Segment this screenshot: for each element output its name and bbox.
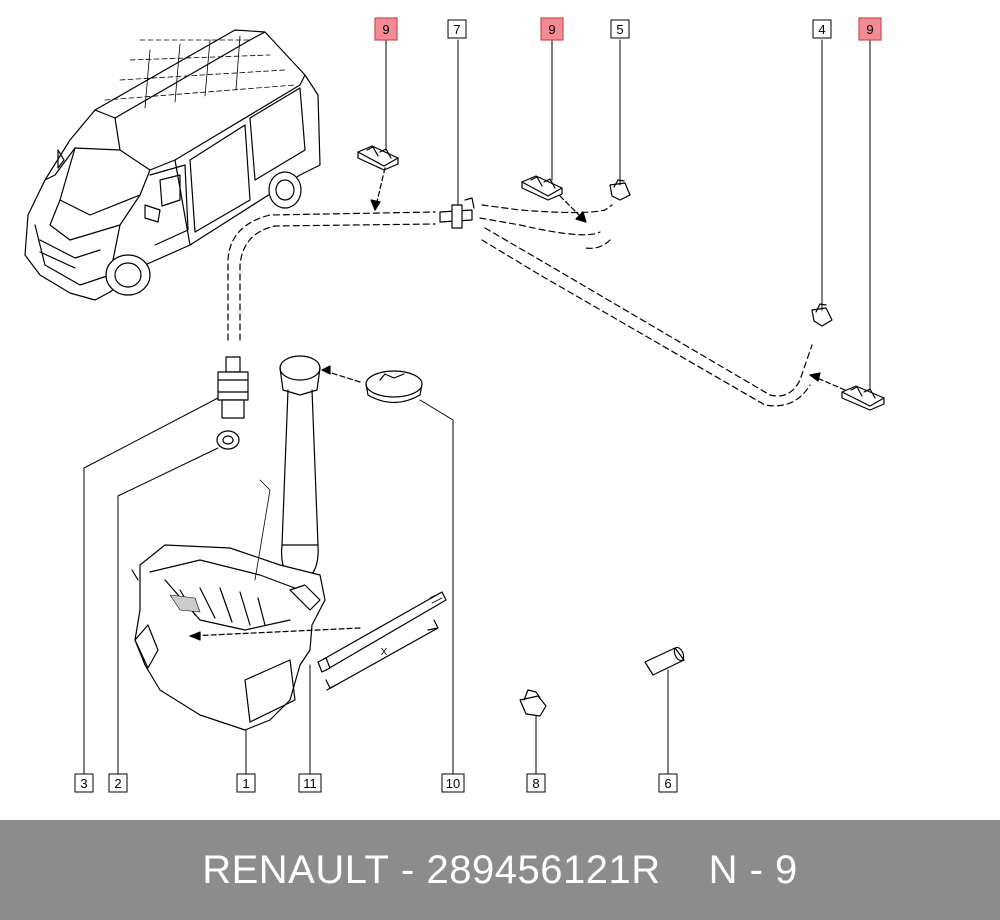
callout-11: 11	[298, 773, 322, 793]
callout-label: 11	[303, 776, 317, 791]
connector-part-5	[609, 179, 631, 201]
callout-label: 8	[532, 776, 539, 791]
dimension-label: X	[381, 647, 388, 658]
brand-name: RENAULT	[202, 847, 390, 892]
callout-label: 9	[866, 22, 873, 37]
callout-7: 7	[447, 19, 467, 39]
callout-label: 6	[664, 776, 671, 791]
filler-neck	[279, 355, 321, 583]
callout-8: 8	[526, 773, 546, 793]
clip-part-9-c	[841, 385, 885, 411]
reservoir-tank-part-1	[131, 479, 361, 731]
clip-part-9-a	[357, 145, 399, 171]
callout-label: 9	[382, 22, 389, 37]
callout-3: 3	[74, 773, 94, 793]
callout-2: 2	[108, 773, 128, 793]
diagram-position: N - 9	[708, 847, 798, 892]
callout-label: 1	[242, 776, 249, 791]
callout-label: 5	[616, 22, 623, 37]
level-sensor-part-11	[317, 591, 447, 691]
part-footer: RENAULT - 289456121R N - 9	[0, 820, 1000, 920]
washer-hose	[227, 204, 813, 407]
connector-part-4	[811, 303, 833, 327]
callout-label: 3	[80, 776, 87, 791]
callout-4: 4	[812, 19, 832, 39]
clip-part-9-b	[521, 175, 563, 201]
assembly-arrows	[370, 167, 846, 391]
grommet-part-2	[216, 430, 240, 450]
hose-section-part-6	[644, 646, 685, 676]
callout-label: 7	[453, 22, 460, 37]
filler-cap-part-10	[321, 365, 423, 404]
leader-lines	[83, 39, 871, 775]
callout-9-c: 9	[858, 17, 882, 41]
callout-9-a: 9	[374, 17, 398, 41]
callout-6: 6	[658, 773, 678, 793]
callout-5: 5	[610, 19, 630, 39]
van-illustration	[24, 29, 321, 301]
callout-label: 2	[114, 776, 121, 791]
callout-9-b: 9	[540, 17, 564, 41]
callout-labels: 9 7 9 5 4 9 3 2	[74, 17, 882, 793]
callout-label: 10	[446, 776, 460, 791]
washer-pump-part-3	[217, 356, 249, 419]
part-number: 289456121R	[426, 847, 661, 892]
callout-label: 4	[818, 22, 825, 37]
callout-10: 10	[441, 773, 465, 793]
t-connector-part-7	[439, 197, 475, 229]
connector-part-8	[519, 689, 547, 717]
parts-diagram: 9 7 9 5 4 9 3 2	[24, 17, 885, 793]
callout-label: 9	[548, 22, 555, 37]
separator: -	[401, 847, 415, 892]
callout-1: 1	[236, 773, 256, 793]
